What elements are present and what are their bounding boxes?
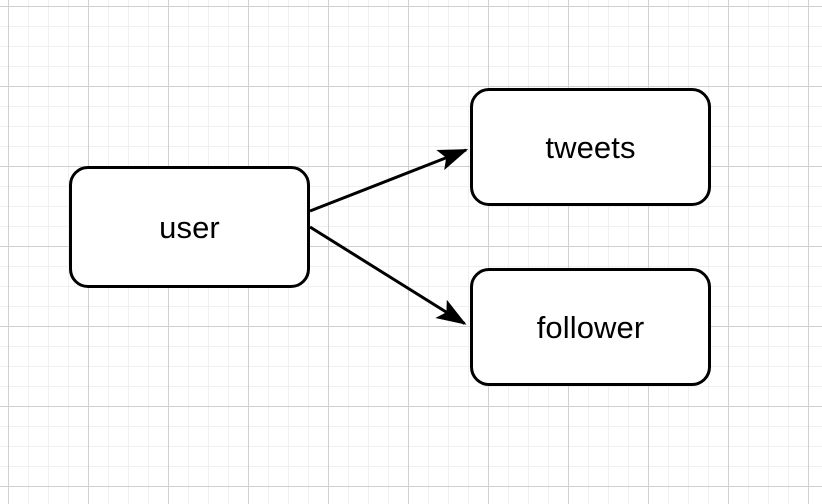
- node-follower-label: follower: [536, 309, 645, 345]
- node-user-label: user: [159, 209, 220, 245]
- edge-user-to-follower[interactable]: [309, 225, 467, 325]
- node-follower[interactable]: follower: [470, 268, 711, 386]
- node-user[interactable]: user: [69, 166, 310, 288]
- node-tweets[interactable]: tweets: [470, 88, 711, 206]
- edge-user-to-tweets[interactable]: [309, 148, 469, 213]
- node-tweets-label: tweets: [545, 129, 636, 165]
